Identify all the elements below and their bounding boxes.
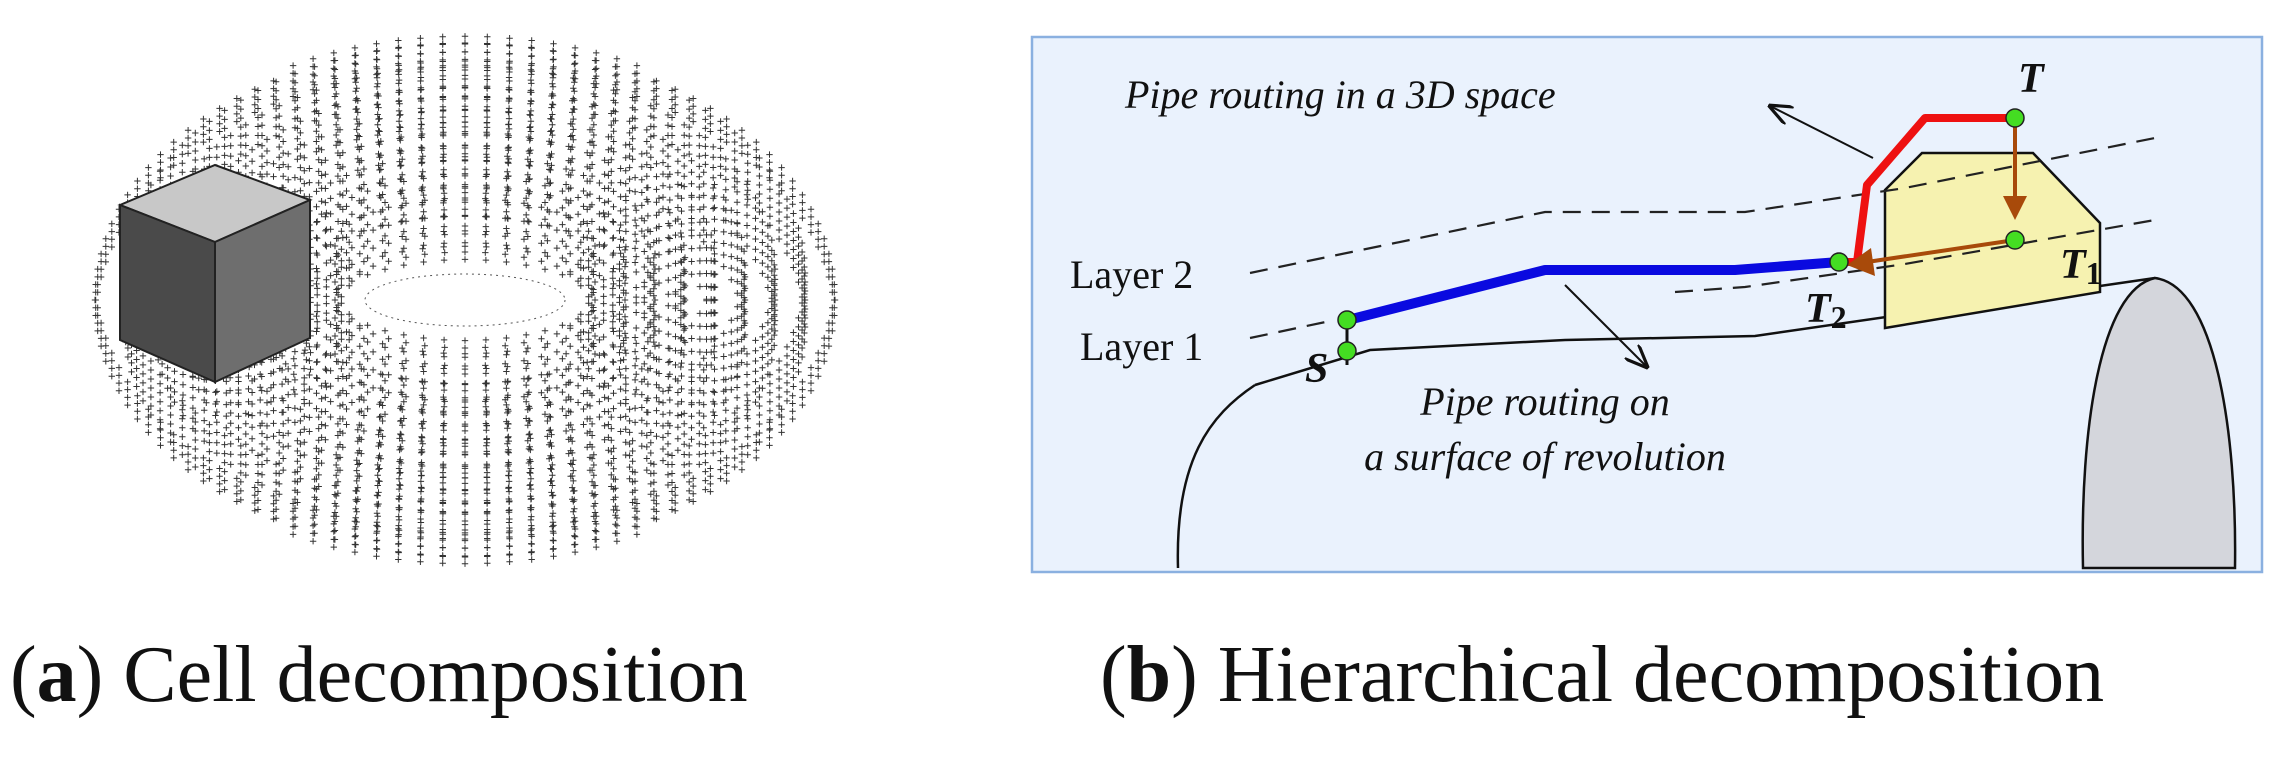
node-S-top xyxy=(1337,310,1357,330)
label-pipe-3d: Pipe routing in a 3D space xyxy=(1124,72,1556,117)
caption-a-letter: a xyxy=(36,631,77,719)
label-point-T1: T1 xyxy=(2060,242,2102,291)
node-T2 xyxy=(1829,252,1849,272)
node-S-bottom xyxy=(1337,341,1357,361)
caption-b-letter: b xyxy=(1126,631,1172,719)
cube-obstacle xyxy=(117,163,313,384)
label-layer-1: Layer 1 xyxy=(1080,324,1203,369)
caption-b: (b) Hierarchical decomposition xyxy=(1100,631,2105,719)
caption-a-text: Cell decomposition xyxy=(123,631,748,719)
arrow-T1-to-T2-head xyxy=(1847,248,1875,276)
label-surface-line1: Pipe routing on xyxy=(1419,379,1670,424)
cylinder-end-cap xyxy=(2081,276,2237,570)
layer-2-line xyxy=(1249,136,2156,275)
caption-b-text: Hierarchical decomposition xyxy=(1217,631,2105,719)
node-T xyxy=(2005,108,2025,128)
cube-right-face xyxy=(214,198,311,384)
panel-b-frame xyxy=(1030,35,2264,574)
label-point-T2: T2 xyxy=(1805,286,1847,335)
leader-3d-label xyxy=(1770,106,1874,159)
pipe-route-surface xyxy=(1346,257,1840,325)
leader-surface-label xyxy=(1564,284,1647,367)
caption-a: (a) Cell decomposition xyxy=(10,631,748,719)
layer-1-line xyxy=(1249,218,2156,340)
cylinder-left-silhouette xyxy=(1176,383,1256,569)
label-surface-line2: a surface of revolution xyxy=(1364,434,1726,479)
hierarchical-decomposition-panel: Pipe routing in a 3D space Pipe routing … xyxy=(1030,35,2264,574)
pipe-route-3d xyxy=(1839,114,2015,266)
node-T1 xyxy=(2005,230,2025,250)
label-layer-2: Layer 2 xyxy=(1070,252,1193,297)
arrow-T-to-T1-head xyxy=(2003,196,2027,220)
central-hole-outline xyxy=(364,273,566,327)
cell-decomposition-panel xyxy=(91,33,839,567)
label-point-S: S xyxy=(1305,346,1328,392)
arrow-T1-to-T2-shaft xyxy=(1866,238,2016,264)
label-point-T: T xyxy=(2018,56,2046,102)
